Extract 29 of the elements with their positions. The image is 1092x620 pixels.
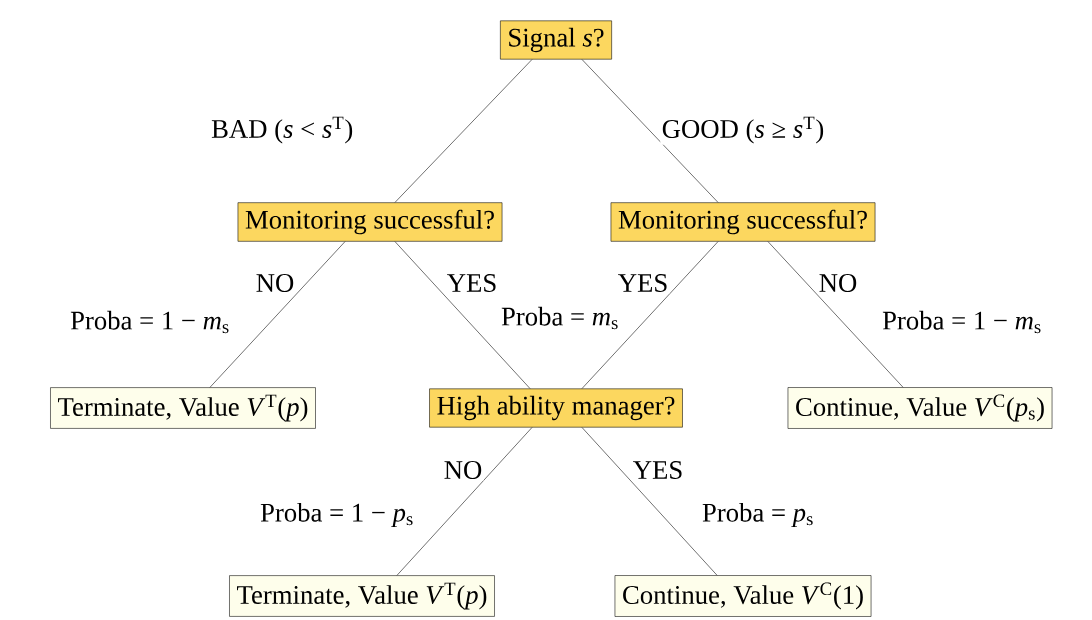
outcome-box: Terminate, Value V$^{T}$(p) xyxy=(229,575,495,617)
question-box: High ability manager? xyxy=(429,388,683,428)
edge-label: NO xyxy=(254,272,296,294)
connector-line xyxy=(209,241,346,388)
connector-line xyxy=(581,59,719,203)
probability-label: Proba = p$_{s}$ xyxy=(700,501,816,529)
connector-line xyxy=(394,241,531,389)
probability-label: Proba = 1 − m$_{s}$ xyxy=(68,309,232,335)
connector-line xyxy=(396,427,533,576)
outcome-box: Continue, Value V$^{C}$(p$_{s}$) xyxy=(787,387,1053,429)
edge-label: YES xyxy=(445,272,499,294)
probability-label: Proba = 1 − m$_{s}$ xyxy=(880,309,1044,335)
question-box: Signal s? xyxy=(500,20,612,60)
edge-label: NO xyxy=(442,459,484,481)
edge-label: GOOD (s ≥ s$^{T}$) xyxy=(660,115,826,145)
outcome-box: Terminate, Value V$^{T}$(p) xyxy=(50,387,316,429)
question-box: Monitoring successful? xyxy=(237,202,503,242)
connector-line xyxy=(767,241,904,388)
probability-label: Proba = m$_{s}$ xyxy=(499,305,621,331)
edge-label: NO xyxy=(817,272,859,294)
question-box: Monitoring successful? xyxy=(610,202,876,242)
edge-label: BAD (s < s$^{T}$) xyxy=(209,115,355,145)
probability-label: Proba = 1 − p$_{s}$ xyxy=(258,501,416,529)
connector-line xyxy=(581,427,718,576)
edge-label: YES xyxy=(631,459,685,481)
edge-label: YES xyxy=(616,272,670,294)
connector-line xyxy=(581,241,719,389)
outcome-box: Continue, Value V$^{C}$(1) xyxy=(614,575,872,617)
connector-line xyxy=(394,59,533,203)
